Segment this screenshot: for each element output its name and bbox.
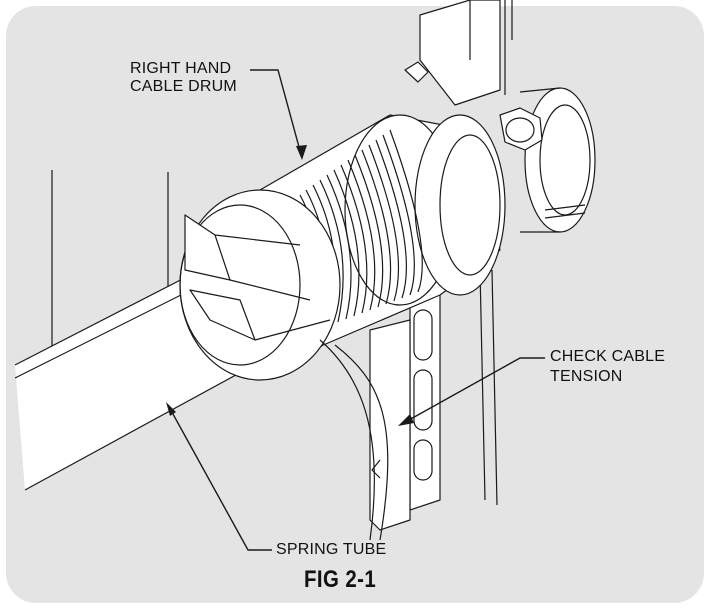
- hex-bolt: [404, 61, 543, 151]
- label-spring-tube: SPRING TUBE: [276, 541, 387, 558]
- end-bearing: [519, 87, 596, 233]
- label-drum-line2: CABLE DRUM: [130, 78, 237, 95]
- label-drum-line1: RIGHT HAND: [130, 60, 232, 77]
- cable: [334, 344, 389, 541]
- leader-lines: [167, 69, 545, 551]
- leader-drum: [250, 69, 303, 159]
- arrow-drum: [296, 145, 307, 160]
- track-bracket: [419, 0, 513, 106]
- cable-strand: [319, 339, 375, 541]
- arrow-check-tension: [398, 414, 414, 426]
- cable-drum: [259, 114, 506, 356]
- drum-flange: [179, 189, 341, 381]
- arrowheads: [166, 145, 414, 426]
- leader-check-tension: [399, 357, 545, 426]
- leader-spring-tube: [167, 404, 272, 551]
- arrow-spring-tube: [166, 402, 176, 416]
- figure-caption: FIG 2-1: [304, 566, 377, 593]
- label-check-line2: TENSION: [550, 368, 623, 385]
- label-check-line1: CHECK CABLE: [550, 348, 666, 365]
- slotted-bracket: [369, 269, 498, 531]
